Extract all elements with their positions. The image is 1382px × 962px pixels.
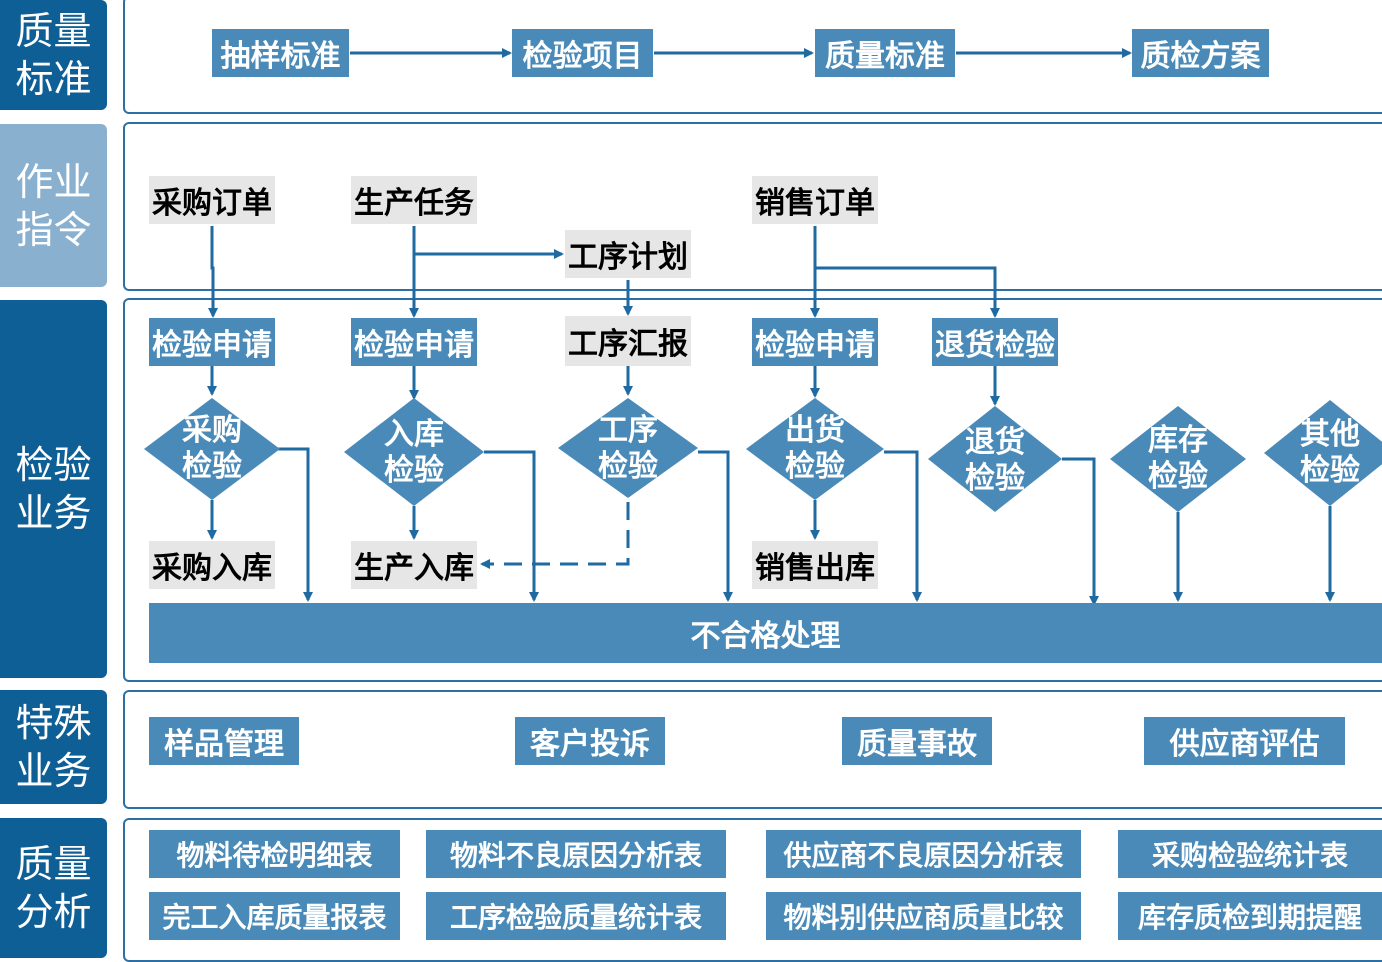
process-report-box[interactable]: 工序汇报 bbox=[565, 316, 691, 366]
supplier-evaluation-box[interactable]: 供应商评估 bbox=[1144, 717, 1345, 765]
diamond-other bbox=[1264, 400, 1382, 506]
flow-connectors bbox=[144, 48, 1382, 606]
diamond-shipping bbox=[746, 398, 884, 500]
section-work-order: 作业 指令 bbox=[0, 124, 107, 287]
purchase-inspection-label[interactable]: 采购 检验 bbox=[182, 413, 242, 484]
production-task-box[interactable]: 生产任务 bbox=[351, 176, 477, 224]
purchase-in-box[interactable]: 采购入库 bbox=[149, 541, 275, 589]
process-inspection-label[interactable]: 工序 检验 bbox=[598, 413, 658, 484]
report-supplier-comparison[interactable]: 物料别供应商质量比较 bbox=[766, 892, 1081, 940]
nonconforming-handling-bar[interactable]: 不合格处理 bbox=[149, 603, 1382, 663]
customer-complaint-box[interactable]: 客户投诉 bbox=[515, 717, 665, 765]
diamond-warehouse bbox=[344, 398, 484, 506]
section-label: 特殊 业务 bbox=[15, 701, 92, 793]
section-label: 作业 指令 bbox=[15, 159, 92, 252]
report-material-defect[interactable]: 物料不良原因分析表 bbox=[426, 830, 726, 878]
purchase-order-box[interactable]: 采购订单 bbox=[149, 176, 275, 224]
diamond-process bbox=[558, 398, 698, 498]
inspection-apply-sales[interactable]: 检验申请 bbox=[752, 318, 878, 366]
quality-standard-box[interactable]: 质量标准 bbox=[815, 29, 955, 77]
section-quality-analysis: 质量 分析 bbox=[0, 818, 107, 958]
process-plan-box[interactable]: 工序计划 bbox=[565, 230, 691, 278]
report-pending-inspection[interactable]: 物料待检明细表 bbox=[149, 830, 400, 878]
diamond-purchase bbox=[144, 398, 280, 500]
shipping-inspection-label[interactable]: 出货 检验 bbox=[785, 413, 845, 484]
section-quality-standard: 质量 标准 bbox=[0, 0, 107, 110]
report-stock-expiry[interactable]: 库存质检到期提醒 bbox=[1118, 892, 1382, 940]
warehouse-inspection-label[interactable]: 入库 检验 bbox=[384, 417, 444, 488]
quality-accident-box[interactable]: 质量事故 bbox=[842, 717, 992, 765]
report-process-inspection[interactable]: 工序检验质量统计表 bbox=[426, 892, 726, 940]
qc-plan-box[interactable]: 质检方案 bbox=[1132, 29, 1269, 77]
inspection-apply-purchase[interactable]: 检验申请 bbox=[149, 318, 275, 366]
section-inspection-business: 检验 业务 bbox=[0, 300, 107, 678]
inspection-apply-production[interactable]: 检验申请 bbox=[351, 318, 477, 366]
sales-order-box[interactable]: 销售订单 bbox=[752, 176, 878, 224]
section-label: 质量 分析 bbox=[15, 842, 92, 934]
report-purchase-inspection[interactable]: 采购检验统计表 bbox=[1118, 830, 1382, 878]
report-supplier-defect[interactable]: 供应商不良原因分析表 bbox=[766, 830, 1081, 878]
diamond-return bbox=[928, 406, 1062, 512]
stock-inspection-label[interactable]: 库存 检验 bbox=[1148, 423, 1208, 494]
section-label: 检验 业务 bbox=[15, 443, 92, 535]
return-inspection-box[interactable]: 退货检验 bbox=[932, 318, 1058, 366]
inspection-items-box[interactable]: 检验项目 bbox=[512, 29, 653, 77]
return-inspection-label[interactable]: 退货 检验 bbox=[965, 425, 1025, 496]
diamond-stock bbox=[1110, 406, 1246, 512]
sales-out-box[interactable]: 销售出库 bbox=[752, 541, 878, 589]
section-label: 质量 标准 bbox=[15, 9, 92, 101]
other-inspection-label[interactable]: 其他 检验 bbox=[1300, 417, 1360, 488]
sampling-standard-box[interactable]: 抽样标准 bbox=[212, 29, 349, 77]
section-special-business: 特殊 业务 bbox=[0, 690, 107, 804]
sample-management-box[interactable]: 样品管理 bbox=[149, 717, 299, 765]
production-in-box[interactable]: 生产入库 bbox=[351, 541, 477, 589]
report-completion-quality[interactable]: 完工入库质量报表 bbox=[149, 892, 400, 940]
